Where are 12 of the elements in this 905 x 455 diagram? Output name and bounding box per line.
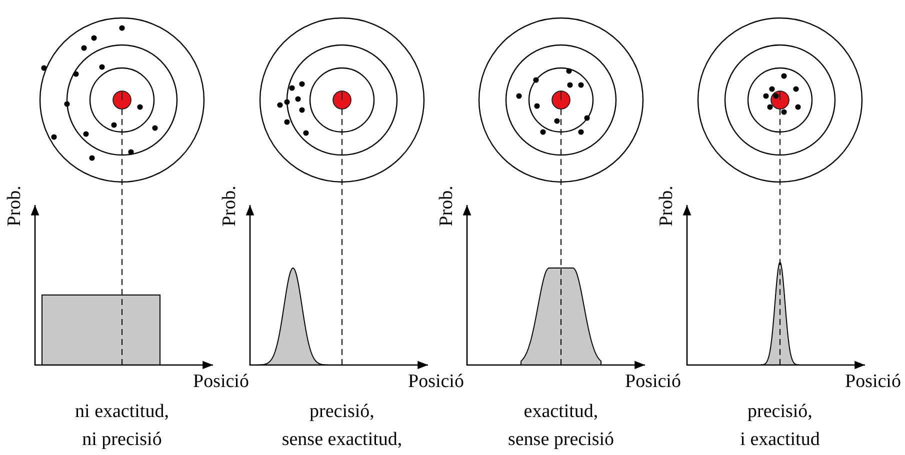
caption: exactitud, sense precisió	[508, 400, 614, 452]
caption: precisió, i exactitud	[740, 400, 820, 452]
axis-label: Prob.	[655, 186, 678, 226]
axis-label: Posició	[625, 370, 681, 394]
axis-label: Prob.	[435, 186, 458, 226]
axis-label: Prob.	[3, 186, 26, 226]
axis-label: Posició	[408, 370, 464, 394]
caption: ni exactitud, ni precisió	[75, 400, 169, 452]
axis-label: Posició	[193, 370, 249, 394]
caption: precisió, sense exactitud,	[282, 400, 402, 452]
axis-label: Prob.	[218, 186, 241, 226]
axis-label: Posició	[845, 370, 901, 394]
